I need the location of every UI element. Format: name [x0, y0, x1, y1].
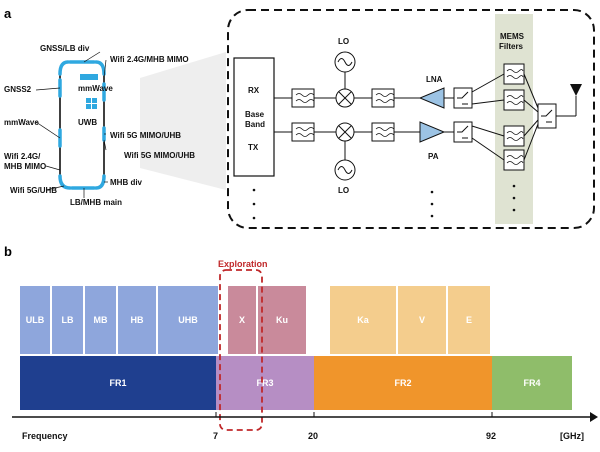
label-wifi5g-uhb: Wifi 5G/UHB: [10, 186, 58, 195]
band-e: E: [448, 286, 490, 354]
label-wifi24-mhb-mimo: Wifi 2.4G/MHB MIMO: [110, 55, 189, 64]
label-mems: MEMS: [500, 32, 524, 41]
band-fr3: FR3: [216, 356, 314, 410]
ellipsis-dots: [252, 184, 516, 220]
label-tx: TX: [248, 143, 259, 152]
label-wifi5g-mimo-uhb-2: Wifi 5G MIMO/UHB: [124, 151, 196, 160]
exploration-label: Exploration: [218, 259, 268, 269]
label-mmwave-left: mmWave: [4, 118, 39, 127]
axis-tick-92: 92: [486, 431, 497, 441]
band-fr1: FR1: [20, 356, 216, 410]
mems-filter-band: [495, 14, 533, 224]
label-pa: PA: [428, 152, 439, 161]
axis-frequency-label: Frequency: [22, 431, 68, 441]
label-wifi5g-mimo-uhb-1: Wifi 5G MIMO/UHB: [110, 131, 182, 140]
mems-filters: [503, 63, 525, 171]
axis-unit-ghz: [GHz]: [560, 431, 584, 441]
label-uwb: UWB: [78, 118, 98, 127]
zoom-projection: [140, 52, 226, 190]
axis-tick-20: 20: [308, 431, 319, 441]
panel-b-label: b: [4, 244, 12, 259]
rf-dashed-frame: [227, 9, 595, 229]
band-uhb: UHB: [158, 286, 218, 354]
label-wifi24-left-1: Wifi 2.4G/: [4, 152, 41, 161]
label-wifi24-left-2: MHB MIMO: [4, 162, 47, 171]
exploration-box: [219, 269, 263, 431]
band-fr4: FR4: [492, 356, 572, 410]
label-lb-mhb-main: LB/MHB main: [70, 198, 122, 207]
panel-a-label: a: [4, 6, 12, 21]
antenna-icon: [570, 84, 582, 96]
label-base: Base: [245, 110, 265, 119]
band-mb: MB: [85, 286, 116, 354]
mmwave-module: [80, 74, 98, 80]
label-mmwave-module: mmWave: [78, 84, 113, 93]
label-lna: LNA: [426, 75, 443, 84]
label-gnss2: GNSS2: [4, 85, 32, 94]
band-hb: HB: [118, 286, 156, 354]
band-ka: Ka: [330, 286, 396, 354]
label-lo-top: LO: [338, 37, 350, 46]
label-rx: RX: [248, 86, 260, 95]
axis-arrow: [590, 412, 598, 422]
label-lo-bottom: LO: [338, 186, 350, 195]
band-fr2: FR2: [314, 356, 492, 410]
pa-amplifier: [419, 121, 446, 143]
rf-frontend-diagram: [227, 9, 595, 229]
label-filters: Filters: [499, 42, 524, 51]
band-lb: LB: [52, 286, 83, 354]
label-mhb-div: MHB div: [110, 178, 142, 187]
axis-tick-7: 7: [213, 431, 219, 441]
band-v: V: [398, 286, 446, 354]
label-band: Band: [245, 120, 265, 129]
baseband-box: [233, 57, 275, 177]
band-ulb: ULB: [20, 286, 50, 354]
band-x: X: [228, 286, 256, 354]
label-gnss-lb-div: GNSS/LB div: [40, 44, 90, 53]
lna-amplifier: [418, 87, 445, 109]
band-ku: Ku: [258, 286, 306, 354]
phone-antenna-diagram: [35, 51, 226, 198]
